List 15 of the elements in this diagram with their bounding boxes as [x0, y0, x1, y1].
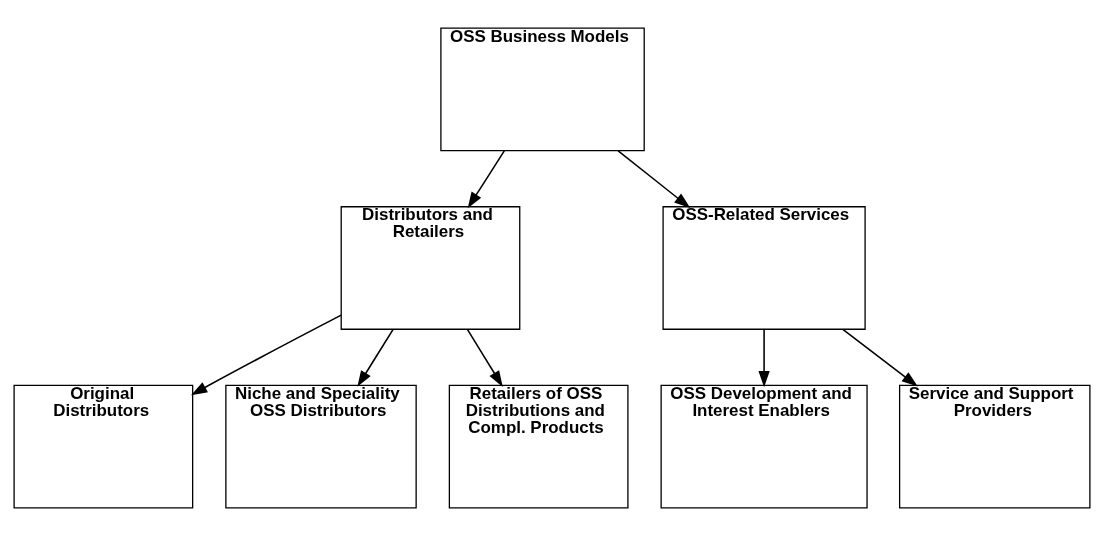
node-box: Original Distributors [13, 384, 194, 509]
arrow [617, 150, 691, 209]
arrow [357, 328, 394, 387]
node-box: OSS-Related Services [662, 206, 866, 330]
arrow [467, 150, 506, 209]
node-box: Niche and Speciality OSS Distributors [225, 384, 417, 509]
arrow [466, 328, 503, 387]
node-box: Retailers of OSS Distributions and Compl. Products [448, 384, 629, 509]
node-box: Service and Support Providers [899, 384, 1091, 509]
arrow [758, 328, 770, 388]
arrow [191, 314, 342, 396]
node-box: OSS Development and Interest Enablers [660, 384, 868, 509]
node-box: OSS Business Models [440, 27, 645, 152]
node-box: Distributors and Retailers [340, 206, 521, 330]
arrow [842, 328, 918, 387]
